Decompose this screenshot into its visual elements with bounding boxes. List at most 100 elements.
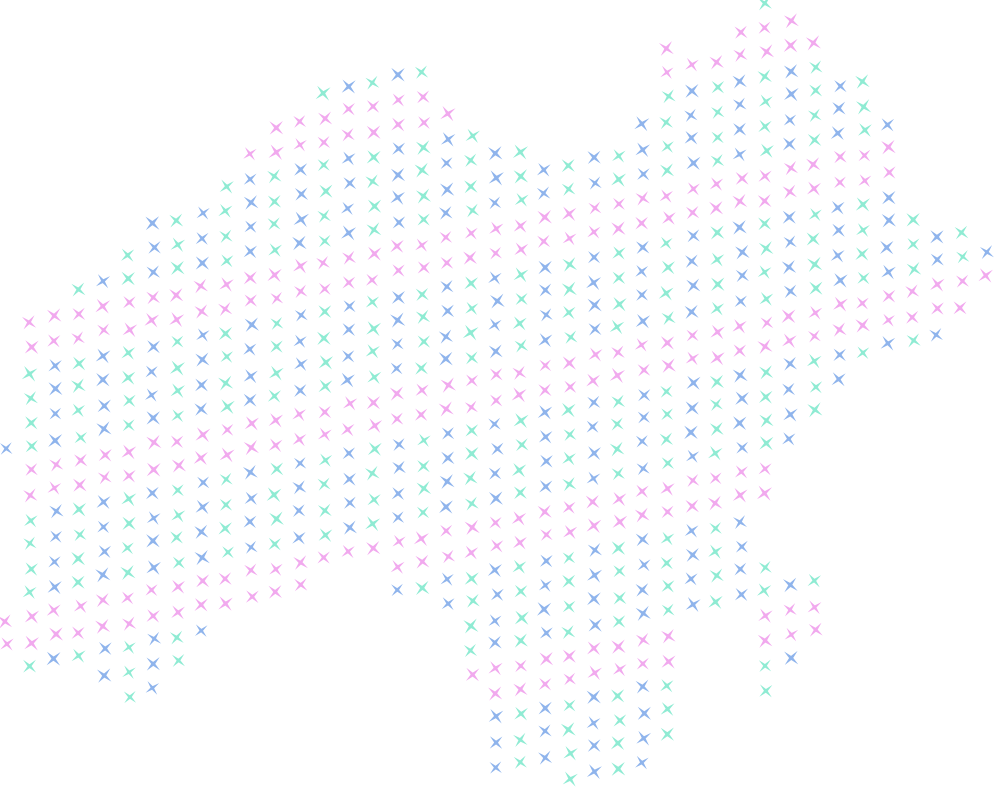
star-pink — [441, 549, 456, 564]
star-teal — [414, 65, 429, 79]
star-teal — [23, 391, 38, 406]
star-teal — [23, 536, 37, 550]
star-pink — [833, 296, 848, 312]
star-blue — [833, 273, 848, 288]
star-blue — [144, 388, 159, 402]
star-blue — [733, 515, 748, 530]
star-pink — [587, 665, 603, 681]
star-blue — [343, 300, 356, 313]
star-blue — [684, 425, 698, 440]
star-blue — [292, 531, 306, 545]
star-blue — [341, 151, 356, 166]
star-teal — [613, 591, 627, 605]
star-blue — [586, 471, 601, 486]
star-blue — [882, 191, 896, 205]
star-pink — [834, 176, 846, 189]
star-teal — [121, 345, 136, 360]
star-blue — [588, 251, 601, 264]
star-blue — [438, 351, 453, 366]
star-teal — [562, 257, 577, 272]
star-teal — [365, 174, 380, 189]
star-pink — [414, 408, 428, 421]
star-teal — [709, 522, 722, 535]
star-blue — [685, 401, 699, 415]
star-blue — [587, 542, 603, 558]
star-teal — [659, 115, 673, 130]
star-blue — [244, 540, 258, 554]
star-teal — [121, 491, 137, 507]
star-blue — [342, 447, 356, 460]
star-teal — [465, 593, 480, 608]
star-blue — [781, 259, 797, 275]
star-teal — [757, 69, 772, 84]
star-teal — [23, 659, 36, 673]
star-pink — [221, 423, 234, 436]
star-pink — [74, 453, 88, 468]
star-pink — [171, 458, 187, 473]
star-teal — [464, 571, 479, 586]
star-blue — [491, 442, 504, 456]
star-blue — [97, 399, 111, 413]
star-blue — [881, 213, 896, 228]
star-blue — [488, 467, 502, 480]
star-pink — [244, 294, 258, 307]
star-teal — [563, 428, 577, 442]
star-pink — [538, 677, 552, 691]
star-pink — [193, 450, 208, 466]
star-teal — [808, 208, 822, 222]
star-blue — [733, 122, 747, 136]
star-teal — [122, 516, 136, 531]
star-blue — [293, 334, 307, 348]
star-teal — [612, 246, 626, 260]
star-blue — [637, 411, 650, 424]
star-pink — [635, 216, 648, 230]
star-teal — [513, 732, 528, 748]
star-blue — [536, 186, 551, 201]
star-pink — [367, 418, 383, 433]
star-teal — [661, 603, 675, 617]
star-teal — [759, 0, 772, 11]
star-teal — [561, 625, 576, 640]
star-pink — [883, 166, 896, 179]
star-teal — [318, 453, 333, 467]
star-teal — [317, 477, 331, 491]
star-blue — [783, 113, 797, 127]
star-teal — [317, 209, 331, 223]
star-blue — [636, 240, 650, 255]
star-pink — [563, 672, 576, 686]
star-teal — [415, 188, 432, 204]
star-teal — [121, 271, 135, 286]
star-blue — [146, 511, 161, 525]
star-pink — [832, 322, 847, 337]
star-blue — [634, 116, 650, 132]
star-pink — [268, 585, 282, 599]
star-teal — [24, 416, 38, 430]
star-teal — [318, 234, 331, 248]
star-blue — [195, 378, 208, 392]
star-teal — [562, 451, 576, 466]
star-pink — [561, 206, 577, 222]
star-pink — [710, 324, 725, 340]
star-blue — [441, 451, 455, 465]
star-blue — [783, 356, 797, 371]
star-pink — [513, 682, 528, 697]
star-teal — [513, 633, 528, 648]
star-pink — [489, 246, 502, 260]
star-blue — [441, 597, 455, 611]
star-pink — [464, 226, 478, 240]
star-pink — [342, 250, 357, 265]
star-pink — [316, 255, 330, 270]
star-teal — [609, 319, 625, 335]
star-pink — [637, 363, 651, 377]
star-blue — [489, 736, 503, 749]
star-teal — [512, 316, 527, 331]
star-pink — [490, 539, 504, 553]
star-pink — [537, 209, 552, 225]
star-blue — [342, 323, 356, 336]
star-blue — [686, 375, 701, 390]
star-blue — [439, 499, 453, 514]
star-blue — [392, 438, 406, 451]
star-blue — [440, 572, 454, 586]
star-teal — [317, 331, 331, 345]
star-pink — [539, 359, 552, 372]
